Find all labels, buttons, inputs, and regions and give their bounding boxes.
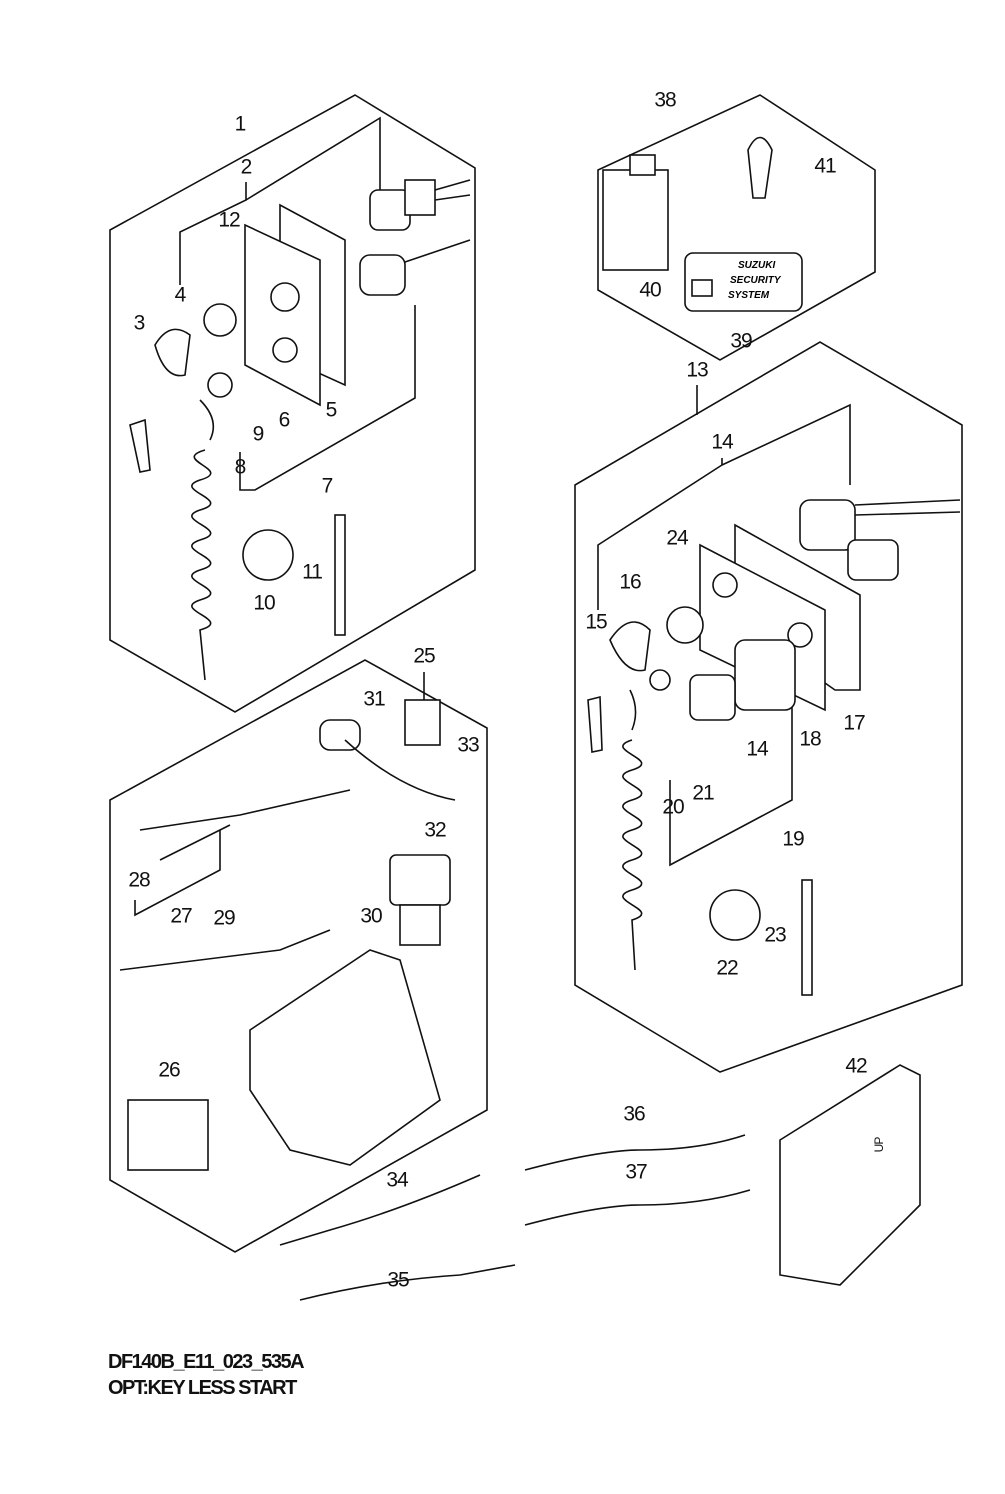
security-label-line1: SUZUKI xyxy=(738,260,775,271)
bracket-7 xyxy=(239,305,416,491)
group-box-38 xyxy=(597,94,876,361)
part-label-4: 4 xyxy=(175,284,187,307)
part-label-5: 5 xyxy=(326,399,337,422)
part-label-12: 12 xyxy=(218,209,240,232)
part-label-2: 2 xyxy=(241,156,252,179)
security-label-line2: SECURITY xyxy=(730,275,782,286)
part-label-3: 3 xyxy=(134,312,145,335)
group-box-25 xyxy=(109,659,488,1253)
part-label-39: 39 xyxy=(730,330,752,353)
part-label-14: 14 xyxy=(746,738,769,761)
part-label-18: 18 xyxy=(799,728,821,751)
part-label-35: 35 xyxy=(387,1269,409,1292)
part-label-17: 17 xyxy=(843,712,865,735)
bracket-27 xyxy=(134,830,221,917)
part-label-34: 34 xyxy=(386,1169,409,1192)
part-label-21: 21 xyxy=(692,782,714,805)
bracket-14 xyxy=(597,458,723,610)
part-label-26: 26 xyxy=(158,1059,180,1082)
part-label-24: 24 xyxy=(666,527,689,550)
part-label-27: 27 xyxy=(170,905,192,928)
part-label-33: 33 xyxy=(457,734,479,757)
part-label-40: 40 xyxy=(639,279,661,302)
security-label-line3: SYSTEM xyxy=(728,290,770,301)
bracket-2b xyxy=(245,116,381,201)
part-label-1: 1 xyxy=(235,113,246,136)
security-label-sticker xyxy=(684,252,803,312)
part-label-10: 10 xyxy=(253,592,275,615)
bracket-2 xyxy=(179,182,247,285)
part-label-36: 36 xyxy=(623,1103,645,1126)
part-label-8: 8 xyxy=(235,456,246,479)
part-label-16: 16 xyxy=(619,571,641,594)
diagram-title: OPT:KEY LESS START xyxy=(108,1377,297,1399)
part-label-41: 41 xyxy=(814,155,836,178)
part-label-11: 11 xyxy=(302,561,322,584)
part-label-29: 29 xyxy=(213,907,235,930)
group-box-1 xyxy=(109,94,476,713)
part-label-23: 23 xyxy=(764,924,786,947)
part-label-6: 6 xyxy=(279,409,290,432)
part-label-13: 13 xyxy=(686,359,708,382)
group-box-13 xyxy=(574,341,963,1073)
part-label-20: 20 xyxy=(662,796,684,819)
bracket-19 xyxy=(669,690,793,867)
part-label-30: 30 xyxy=(360,905,382,928)
part-label-19: 19 xyxy=(782,828,804,851)
part-label-28: 28 xyxy=(128,869,150,892)
bracket-14b xyxy=(721,403,851,485)
part-label-22: 22 xyxy=(716,957,738,980)
part-label-25: 25 xyxy=(413,645,435,668)
part-label-42: 42 xyxy=(845,1055,867,1078)
part-label-38: 38 xyxy=(654,89,676,112)
part-label-37: 37 xyxy=(625,1161,647,1184)
part-label-14: 14 xyxy=(711,431,734,454)
part-label-7: 7 xyxy=(322,475,333,498)
part-label-15: 15 xyxy=(585,611,607,634)
part-label-31: 31 xyxy=(363,688,385,711)
diagram-code: DF140B_E11_023_535A xyxy=(108,1351,305,1373)
part-label-9: 9 xyxy=(253,423,264,446)
part-label-32: 32 xyxy=(424,819,446,842)
part-shapes xyxy=(119,136,961,1301)
ecu-up-label: UP xyxy=(872,1137,886,1153)
